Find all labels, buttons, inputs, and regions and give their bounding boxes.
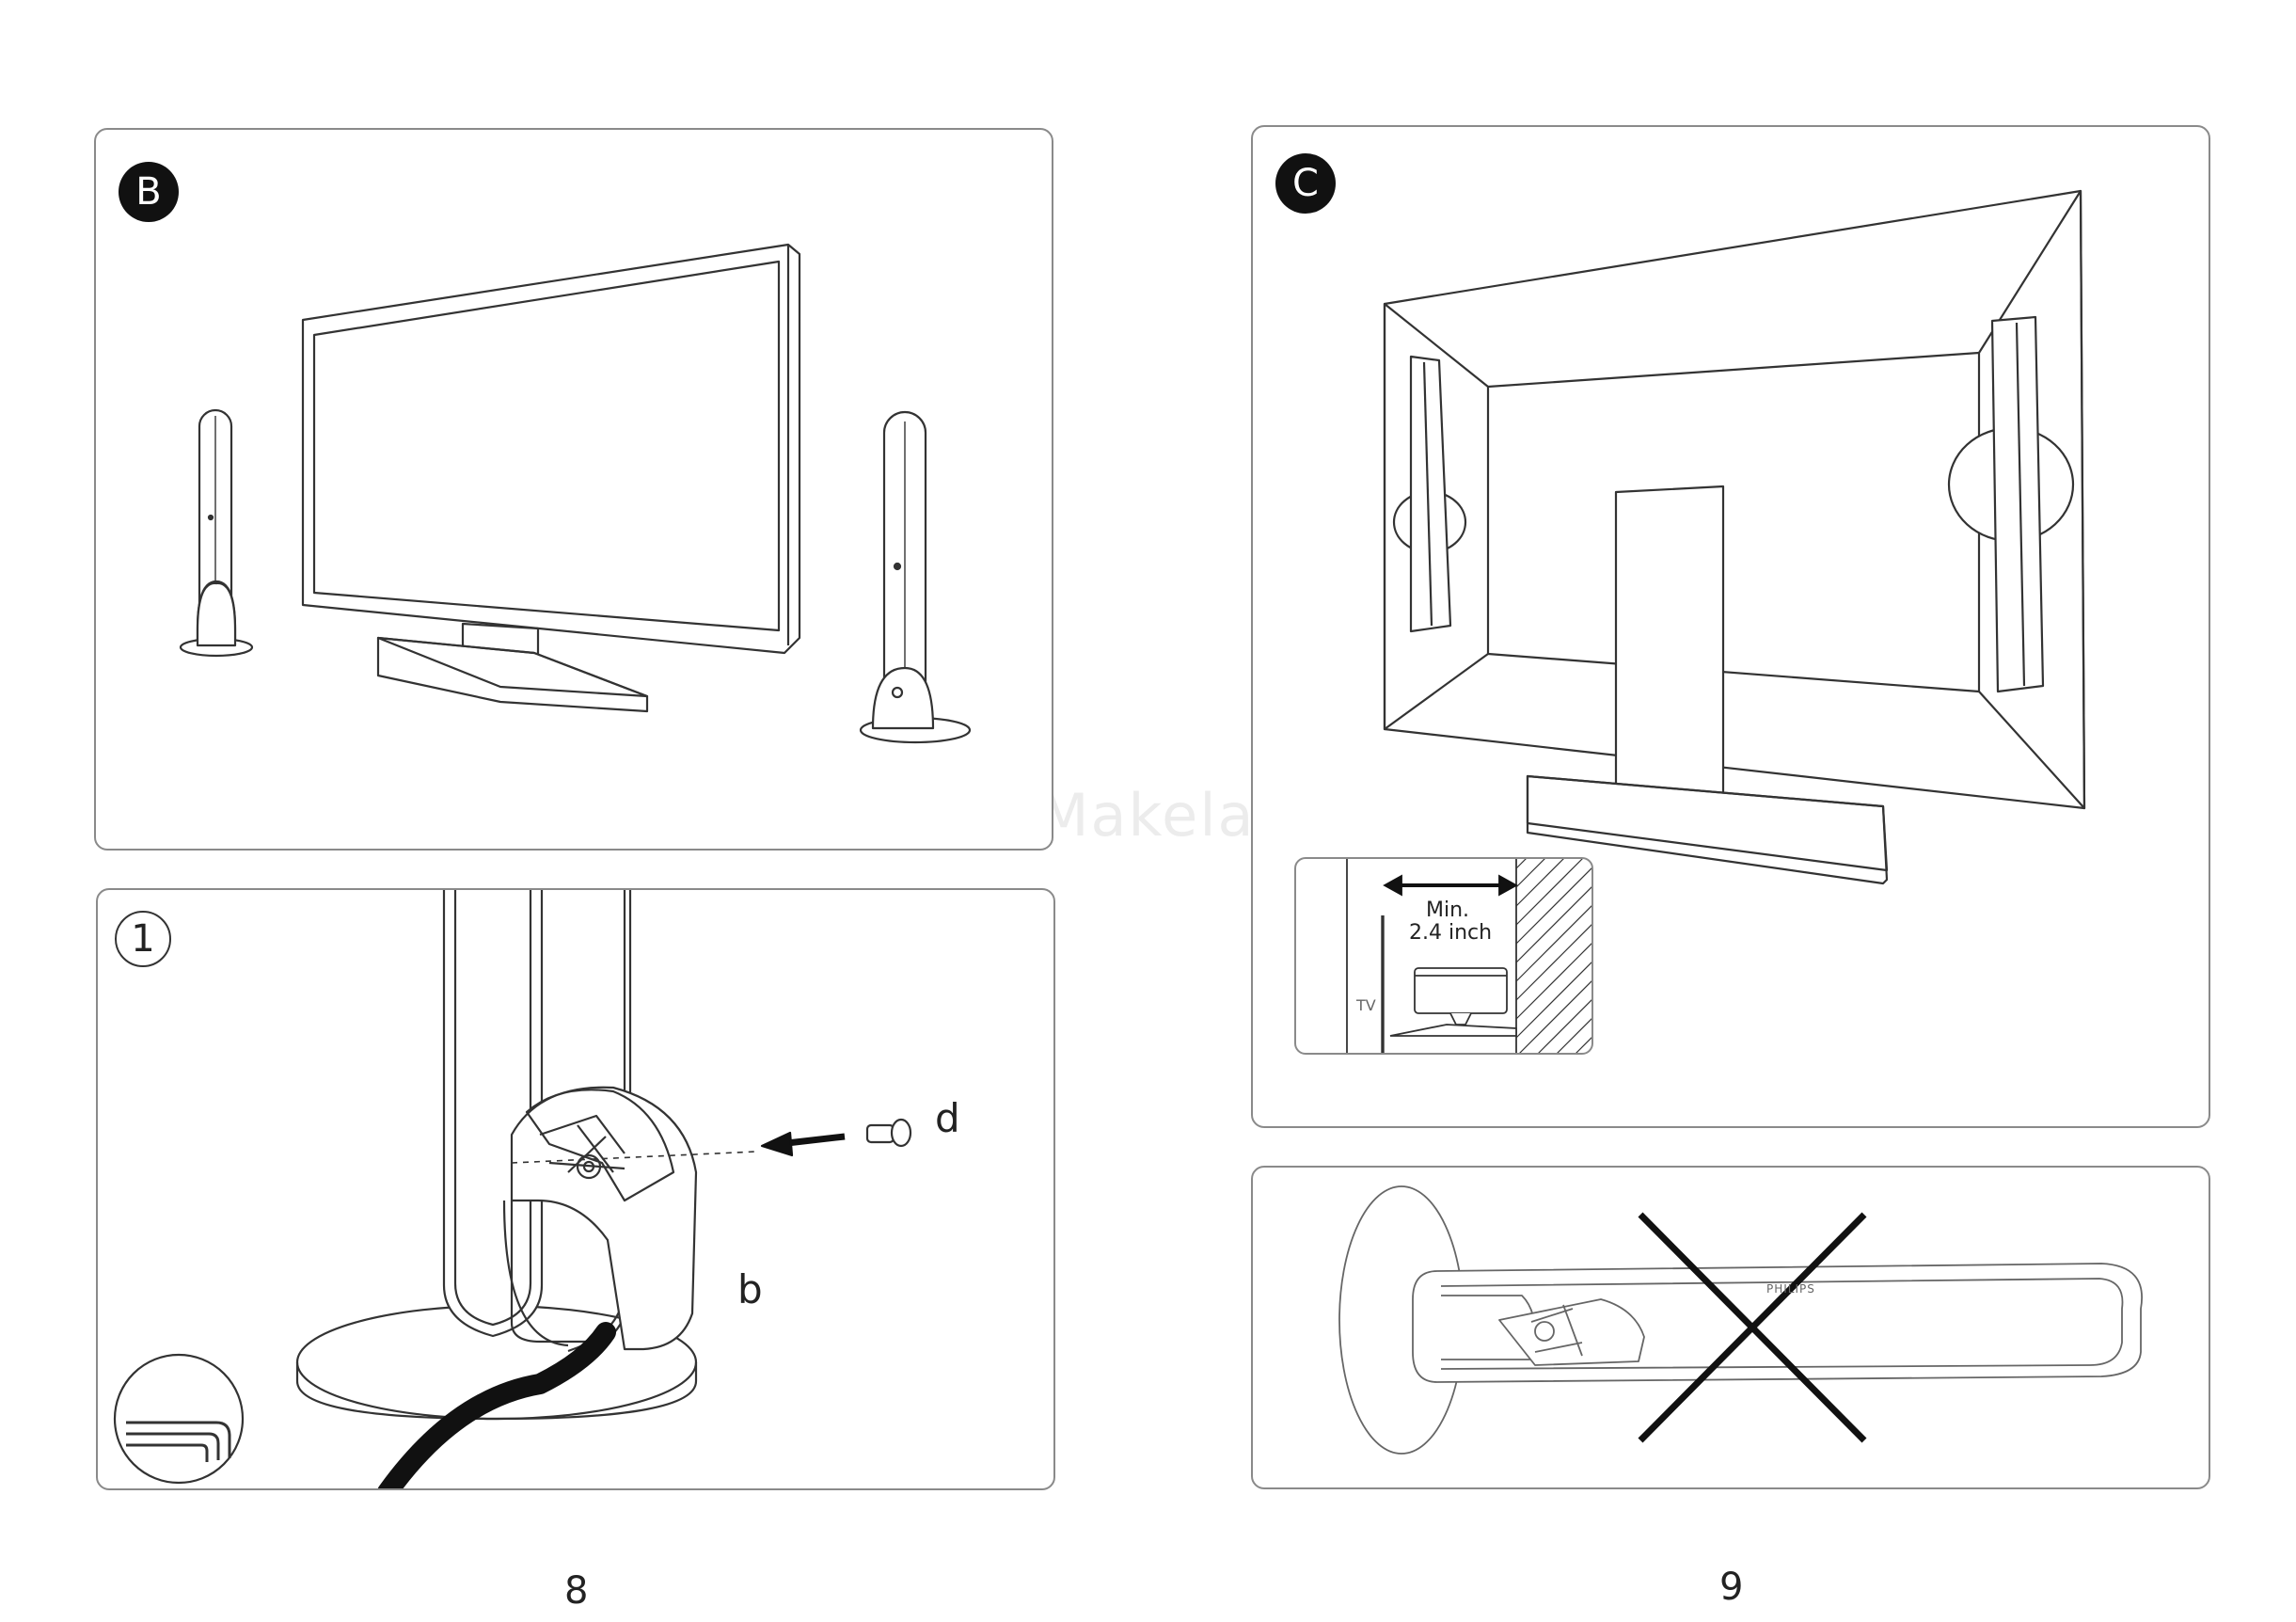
panel-c-badge: C [1275, 153, 1336, 214]
page-number-left: 8 [564, 1569, 589, 1613]
page-number-right: 9 [1719, 1566, 1744, 1609]
panel-b-badge: B [119, 162, 179, 222]
tv-with-standing-speakers-drawing [179, 243, 972, 744]
horizontal-speaker-crossed-out-drawing [1338, 1185, 2143, 1455]
inset-min-label: Min. [1426, 898, 1470, 922]
inset-tv-label: TV [1356, 996, 1376, 1014]
speaker-stand-screw-drawing [113, 890, 912, 1488]
wall-distance-inset: Min. 2.4 inch TV [1294, 857, 1593, 1055]
panel-step-1-badge: 1 [115, 911, 171, 967]
panel-step-1-illustration: 1 d b [96, 888, 1055, 1490]
screw-label-d: d [935, 1095, 960, 1141]
panel-incorrect-mounting: PHILIPS [1251, 1166, 2210, 1489]
wall-distance-diagram [1346, 859, 1591, 1053]
panel-c-illustration: C [1251, 125, 2210, 1128]
panel-b-illustration: B [94, 128, 1053, 851]
speaker-brand-text: PHILIPS [1766, 1282, 1815, 1296]
inset-distance-label: 2.4 inch [1409, 921, 1493, 945]
tv-rear-speakers-mounted-drawing [1383, 189, 2086, 885]
bracket-label-b: b [737, 1266, 763, 1312]
